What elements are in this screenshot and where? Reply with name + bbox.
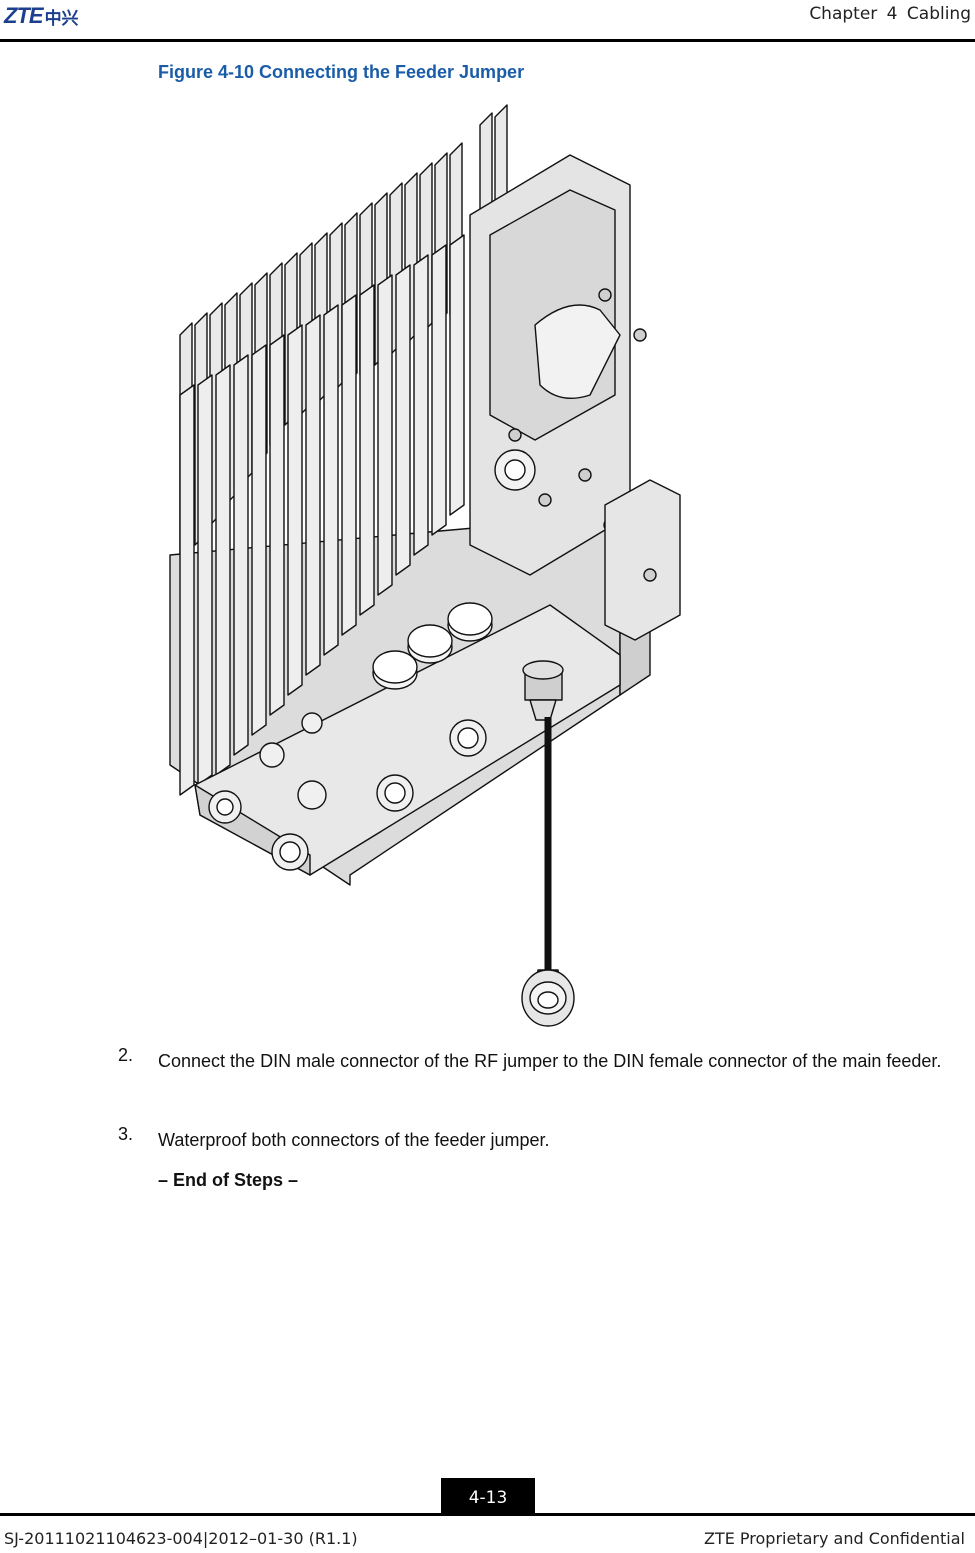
end-of-steps: – End of Steps –: [158, 1170, 299, 1190]
step-text: Connect the DIN male connector of the RF…: [158, 1051, 942, 1071]
page-number: 4-13: [441, 1478, 535, 1513]
document-id: SJ-20111021104623-004|2012–01-30 (R1.1): [4, 1529, 358, 1548]
rru-feeder-jumper-illustration: [150, 95, 830, 1035]
chapter-title: Chapter 4 Cabling: [809, 4, 971, 24]
step-number: 3.: [118, 1124, 134, 1144]
zte-logo: ZTE 中兴: [4, 3, 79, 29]
confidential-notice: ZTE Proprietary and Confidential: [703, 1529, 965, 1548]
footer-rule: [0, 1513, 975, 1516]
logo-latin: ZTE: [4, 3, 44, 28]
figure-caption: Figure 4-10 Connecting the Feeder Jumper: [158, 62, 525, 82]
front-fins: [179, 234, 465, 796]
step-number: 2.: [118, 1045, 134, 1065]
logo-chinese: 中兴: [44, 8, 79, 29]
step-text: Waterproof both connectors of the feeder…: [158, 1130, 550, 1150]
header-rule: [0, 39, 975, 42]
page-header: ZTE 中兴 Chapter 4 Cabling: [0, 0, 975, 42]
